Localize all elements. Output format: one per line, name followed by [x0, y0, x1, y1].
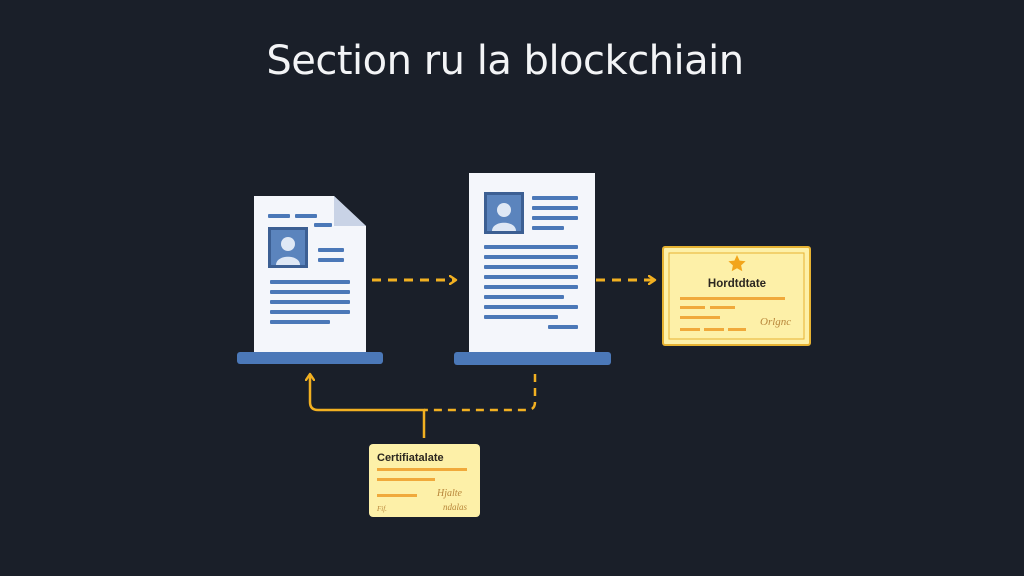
- certificate-bottom-title: Certifiatalate: [377, 452, 444, 464]
- connectors: [310, 280, 655, 438]
- certificate-right: Hordtdtate Orlgnc: [662, 246, 811, 346]
- document-left-header-lines: [268, 214, 332, 227]
- diagram-title: Section ru la blockchiain: [266, 38, 744, 84]
- certificate-bottom-corner-text: Fif.: [376, 505, 387, 513]
- document-center: [454, 173, 611, 365]
- connector-center-document-to-bottom-certificate: [424, 374, 537, 412]
- certificate-right-signature: Orlgnc: [760, 316, 791, 328]
- platform-left: [237, 352, 383, 364]
- connector-bottom-certificate-to-left-document: [310, 374, 426, 438]
- user-avatar-icon: [268, 227, 308, 268]
- document-left: [237, 196, 383, 364]
- certificate-right-title: Hordtdtate: [708, 278, 766, 290]
- document-center-text-lines: [484, 196, 578, 329]
- document-left-text-lines: [270, 248, 350, 324]
- certificate-bottom-signature-line2: ndalas: [443, 502, 468, 512]
- star-icon: [728, 255, 746, 272]
- certificate-bottom: Certifiatalate Hjalte ndalas Fif.: [369, 444, 480, 517]
- document-left-fold: [334, 196, 366, 226]
- certificate-bottom-signature-line1: Hjalte: [436, 488, 463, 499]
- user-avatar-icon: [484, 192, 524, 234]
- platform-center: [454, 352, 611, 365]
